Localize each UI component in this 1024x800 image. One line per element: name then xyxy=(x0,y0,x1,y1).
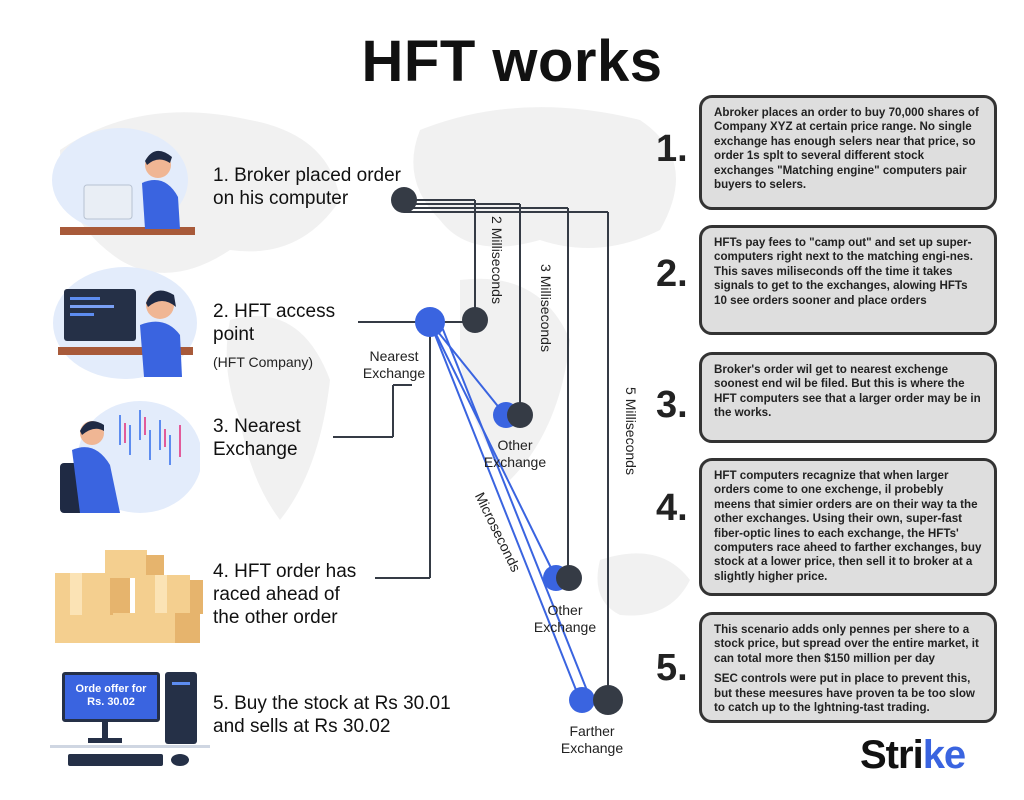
box-4-number: 4. xyxy=(656,487,688,529)
box-3-number: 3. xyxy=(656,384,688,426)
box-1-number: 1. xyxy=(656,128,688,170)
step-2-sub: (HFT Company) xyxy=(213,354,314,370)
boxes-illustration xyxy=(55,550,203,643)
logo-accent: ke xyxy=(922,733,966,777)
box-2-text: HFTs pay fees to "camp out" and set up s… xyxy=(714,236,973,307)
nearest-exchange-label: Nearest Exchange xyxy=(362,348,426,381)
desktop-computer-illustration xyxy=(50,672,210,766)
other-exchange-2-label: Other Exchange xyxy=(533,602,597,635)
strike-logo: Strike xyxy=(860,733,966,778)
farther-exchange-blue-node xyxy=(569,687,595,713)
step-1-label: 1. Broker placed order on his computer xyxy=(213,165,401,209)
explanation-box-5: This scenario adds only pennes per shere… xyxy=(699,612,997,723)
explanation-box-4: HFT computers recagnize that when larger… xyxy=(699,458,997,596)
three-milliseconds-label: 3 Milliseconds xyxy=(538,264,554,352)
other-exchange-1-label: Other Exchange xyxy=(483,437,547,470)
box-5-text-2: SEC controls were put in place to preven… xyxy=(714,672,975,715)
other-exchange-2-node xyxy=(556,565,582,591)
hft-access-illustration xyxy=(53,267,197,379)
monitor-screen: Orde offer for Rs. 30.02 xyxy=(62,672,160,722)
box-3-text: Broker's order wil get to nearest exchen… xyxy=(714,363,981,420)
page-title: HFT works xyxy=(361,29,663,94)
farther-exchange-label: Farther Exchange xyxy=(560,723,624,756)
box-4-text: HFT computers recagnize that when larger… xyxy=(714,469,982,583)
step-2-label: 2. HFT access point xyxy=(213,301,336,345)
box-5-number: 5. xyxy=(656,647,688,689)
logo-text: Stri xyxy=(860,733,924,777)
explanation-box-2: HFTs pay fees to "camp out" and set up s… xyxy=(699,225,997,335)
hft-node xyxy=(462,307,488,333)
step-5-label: 5. Buy the stock at Rs 30.01 and sells a… xyxy=(213,693,451,737)
farther-exchange-node xyxy=(593,685,623,715)
five-milliseconds-label: 5 Milliseconds xyxy=(623,387,639,475)
explanation-box-1: Abroker places an order to buy 70,000 sh… xyxy=(699,95,997,210)
box-5-text-1: This scenario adds only pennes per shere… xyxy=(714,623,979,665)
two-milliseconds-label: 2 Milliseconds xyxy=(489,216,505,304)
trader-charts-illustration xyxy=(60,401,200,513)
explanation-box-3: Broker's order wil get to nearest exchen… xyxy=(699,352,997,443)
nearest-exchange-node xyxy=(415,307,445,337)
step-3-label: 3. Nearest Exchange xyxy=(213,416,301,460)
step-4-label: 4. HFT order has raced ahead of the othe… xyxy=(213,561,357,628)
broker-node xyxy=(391,187,417,213)
broker-computer-illustration xyxy=(52,128,195,235)
box-2-number: 2. xyxy=(656,253,688,295)
other-exchange-1-node xyxy=(507,402,533,428)
screen-offer-text: Orde offer for Rs. 30.02 xyxy=(75,683,147,708)
box-1-text: Abroker places an order to buy 70,000 sh… xyxy=(714,106,979,192)
